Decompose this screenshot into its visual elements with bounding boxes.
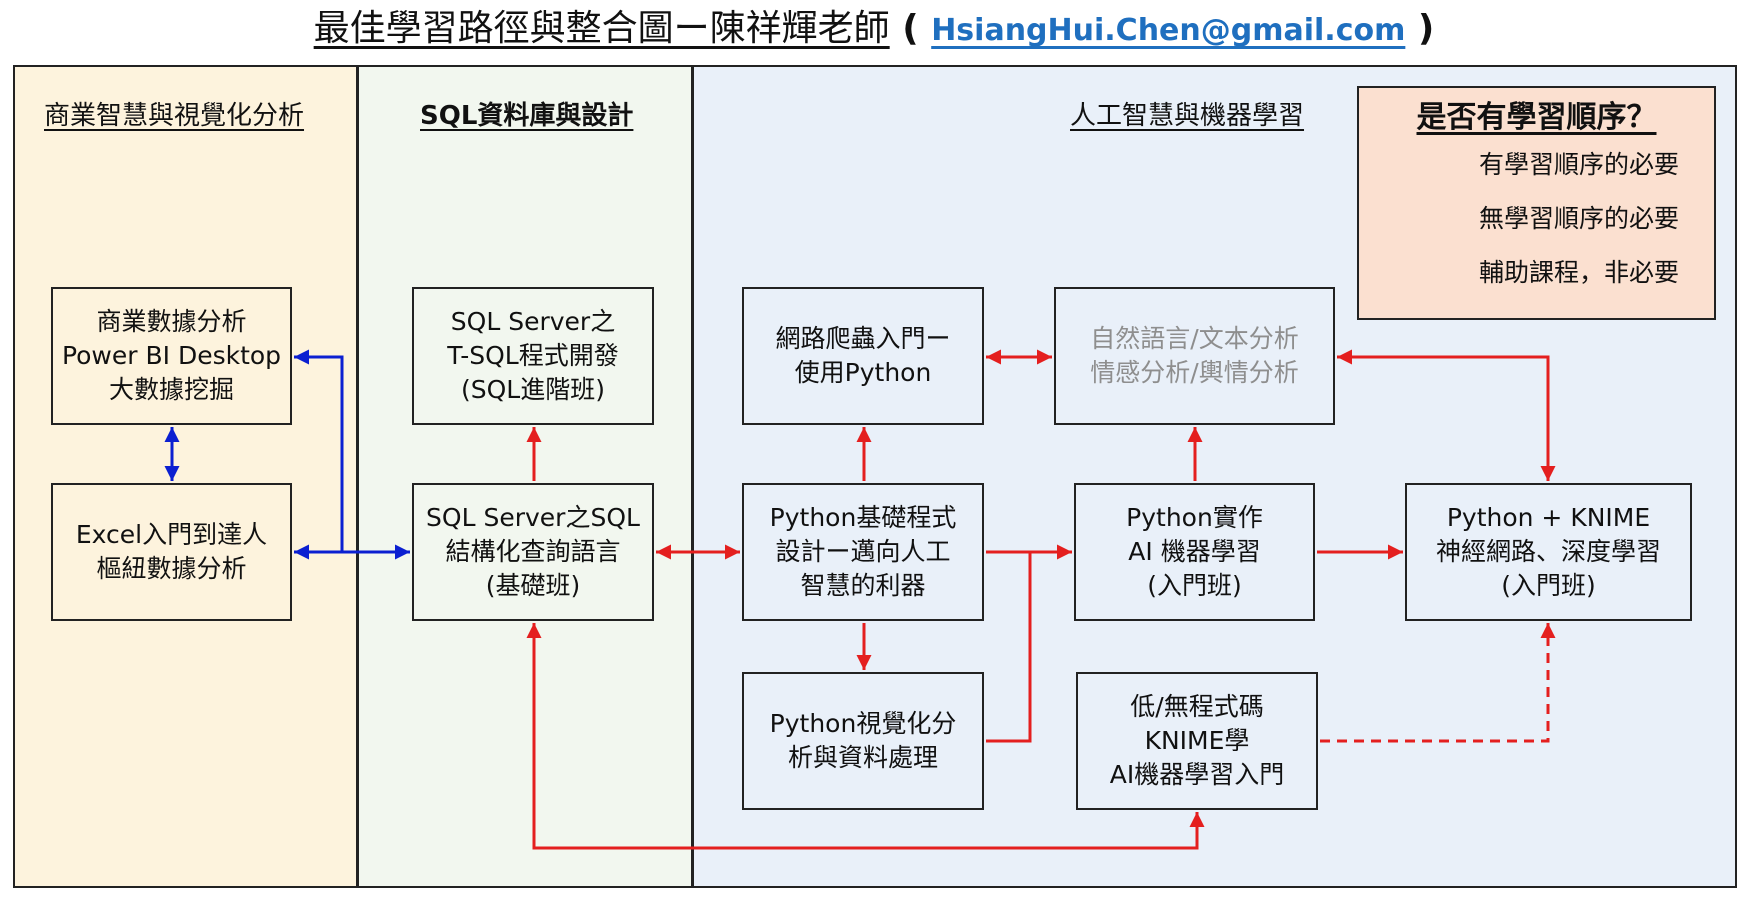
node-python-visualization: Python視覺化分 析與資料處理 xyxy=(742,672,984,810)
node-line: 樞紐數據分析 xyxy=(96,554,247,583)
node-line: 網路爬蟲入門ー xyxy=(775,324,951,353)
connector-lowcode-to-knime-dashed xyxy=(1320,623,1556,743)
node-low-code-knime: 低/無程式碼 KNIME學 AI機器學習入門 xyxy=(1076,672,1318,810)
node-nlp: 自然語言/文本分析 情感分析/輿情分析 xyxy=(1054,287,1335,425)
connector-sql-lowcode xyxy=(526,623,1205,850)
node-power-bi: 商業數據分析 Power BI Desktop 大數據挖掘 xyxy=(51,287,292,425)
page-title: 最佳學習路徑與整合圖ー陳祥輝老師 ( HsiangHui.Chen@gmail.… xyxy=(0,4,1748,56)
node-line: 神經網路、深度學習 xyxy=(1435,537,1661,566)
node-python-basic: Python基礎程式 設計ー邁向人工 智慧的利器 xyxy=(742,483,984,621)
node-line: 智慧的利器 xyxy=(800,571,926,600)
node-line: (入門班) xyxy=(1501,571,1596,600)
node-line: Python實作 xyxy=(1126,503,1263,532)
node-excel: Excel入門到達人 樞紐數據分析 xyxy=(51,483,292,621)
node-line: 析與資料處理 xyxy=(787,743,938,772)
title-paren-open: ( xyxy=(889,8,932,49)
node-line: 低/無程式碼 xyxy=(1130,692,1264,721)
node-line: KNIME學 xyxy=(1144,726,1250,755)
section-title-ai: 人工智慧與機器學習 xyxy=(1070,101,1305,131)
section-title-sql: SQL資料庫與設計 xyxy=(420,101,634,131)
node-line: Python視覺化分 xyxy=(769,709,957,738)
node-line: 自然語言/文本分析 xyxy=(1090,324,1299,353)
node-line: 商業數據分析 xyxy=(96,307,247,336)
connector-bi-to-sql xyxy=(294,349,344,552)
region-business-intelligence xyxy=(13,65,358,888)
node-line: (基礎班) xyxy=(485,571,581,600)
connector-vis-join xyxy=(986,552,1032,743)
node-line: Power BI Desktop xyxy=(61,341,282,370)
node-line: 情感分析/輿情分析 xyxy=(1090,358,1299,387)
node-web-crawler: 網路爬蟲入門ー 使用Python xyxy=(742,287,984,425)
legend-label-optional: 輔助課程，非必要 xyxy=(1479,258,1680,287)
legend-title: 是否有學習順序？ xyxy=(1416,100,1657,135)
node-line: Python + KNIME xyxy=(1446,503,1651,532)
legend-label-non-sequential: 無學習順序的必要 xyxy=(1479,204,1680,233)
node-line: (入門班) xyxy=(1147,571,1242,600)
node-python-ai: Python實作 AI 機器學習 (入門班) xyxy=(1074,483,1315,621)
node-sql-basic: SQL Server之SQL 結構化查詢語言 (基礎班) xyxy=(412,483,654,621)
node-line: 結構化查詢語言 xyxy=(445,537,621,566)
node-line: Excel入門到達人 xyxy=(75,520,268,549)
section-title-bi: 商業智慧與視覺化分析 xyxy=(44,101,305,131)
node-line: 大數據挖掘 xyxy=(108,375,234,404)
node-line: 使用Python xyxy=(794,358,932,387)
node-line: SQL Server之 xyxy=(450,307,616,336)
legend-label-sequential: 有學習順序的必要 xyxy=(1479,150,1680,179)
node-python-knime: Python + KNIME 神經網路、深度學習 (入門班) xyxy=(1405,483,1692,621)
node-line: (SQL進階班) xyxy=(461,375,605,404)
node-line: AI 機器學習 xyxy=(1128,537,1261,566)
legend-panel: 是否有學習順序？ 有學習順序的必要 無學習順序的必要 輔助課程，非必要 xyxy=(1357,86,1716,320)
title-email-link[interactable]: HsiangHui.Chen@gmail.com xyxy=(931,13,1406,48)
connector-nlp-knime xyxy=(1337,349,1556,481)
node-line: AI機器學習入門 xyxy=(1109,760,1285,789)
node-tsql: SQL Server之 T-SQL程式開發 (SQL進階班) xyxy=(412,287,654,425)
node-line: SQL Server之SQL xyxy=(426,503,640,532)
node-line: Python基礎程式 xyxy=(769,503,957,532)
node-line: 設計ー邁向人工 xyxy=(775,537,951,566)
title-text: 最佳學習路徑與整合圖ー陳祥輝老師 xyxy=(313,8,890,49)
title-paren-close: ) xyxy=(1405,8,1435,49)
node-line: T-SQL程式開發 xyxy=(447,341,619,370)
